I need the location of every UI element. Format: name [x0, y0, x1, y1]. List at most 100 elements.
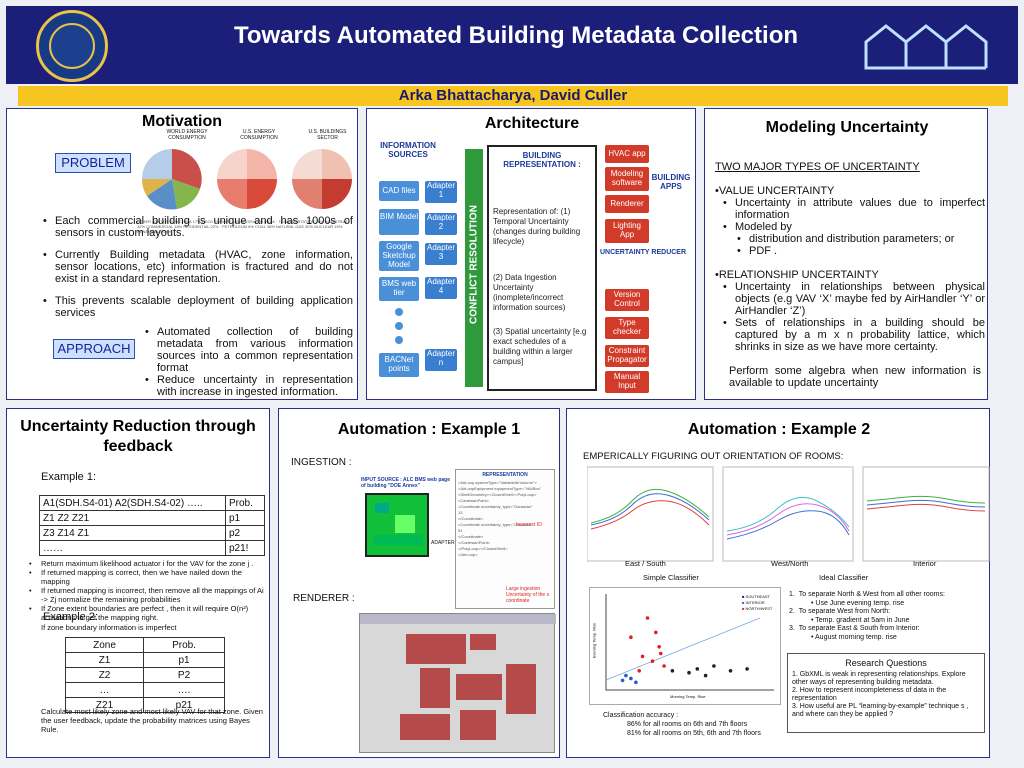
- graph-label-east-south: East / South: [625, 559, 666, 568]
- adapter-n: Adapter n: [425, 349, 457, 371]
- reduction-footer: Calculate most likely zone and most like…: [41, 707, 263, 734]
- scatter-plot: ■ SOUTHEAST ■ INTERIOR ■ NORTH/WEST Morn…: [589, 587, 781, 705]
- research-questions-list: 1. GbXML is weak in representing relatio…: [792, 671, 969, 718]
- app-hvac: HVAC app: [605, 145, 649, 163]
- source-bim: BIM Model: [379, 209, 419, 235]
- motivation-bullet: This prevents scalable deployment of bui…: [41, 295, 353, 319]
- problem-label: PROBLEM: [55, 153, 131, 173]
- approach-label: APPROACH: [53, 339, 135, 359]
- reducer-type-checker: Type checker: [605, 317, 649, 339]
- accuracy-head: Classification accuracy :: [603, 712, 679, 719]
- scatter-point: [645, 616, 650, 620]
- motivation-bullet: Each commercial building is unique and h…: [41, 215, 353, 239]
- header-bar: Towards Automated Building Metadata Coll…: [6, 6, 1018, 84]
- architecture-panel: Architecture INFORMATION SOURCES CAD fil…: [366, 108, 696, 400]
- building-outline-icon: [864, 24, 988, 70]
- relationship-uncertainty: •RELATIONSHIP UNCERTAINTY Uncertainty in…: [715, 269, 985, 353]
- table1: A1(SDH.S4-01) A2(SDH.S4-02) …..Prob. Z1 …: [39, 495, 265, 556]
- uncertainty-reducer-label: UNCERTAINTY REDUCER: [599, 249, 687, 256]
- scatter-point: [634, 680, 638, 685]
- research-questions-box: Research Questions 1. GbXML is weak in r…: [787, 653, 985, 733]
- auto1-panel: Automation : Example 1 INGESTION : INPUT…: [278, 408, 560, 758]
- reducer-version-control: Version Control: [605, 289, 649, 311]
- reduction-notes: Return maximum likelihood actuator i for…: [27, 559, 267, 622]
- graph-label-west-north: West/North: [771, 559, 809, 568]
- scatter-point: [712, 664, 716, 668]
- motivation-panel: Motivation PROBLEM WORL: [6, 108, 358, 400]
- scatter-point: [629, 676, 633, 681]
- pie1-title: WORLD ENERGY CONSUMPTION: [166, 129, 208, 141]
- ideal-classifier-label: Ideal Classifier: [819, 573, 869, 582]
- scatter-point: [745, 667, 749, 671]
- authors: Arka Bhattacharya, David Culler: [18, 86, 1008, 106]
- scatter-point: [654, 630, 658, 635]
- auto2-subtitle: EMPERICALLY FIGURING OUT ORIENTATION OF …: [583, 451, 844, 462]
- classification-steps: 1. To separate North & West from all oth…: [789, 591, 945, 641]
- example2-sub: If zone boundary information is imperfec…: [41, 623, 177, 632]
- example1-label: Example 1:: [41, 471, 97, 483]
- app-lighting: Lighting App: [605, 219, 649, 243]
- scatter-point: [624, 673, 628, 678]
- building-apps-label: BUILDING APPS: [651, 173, 691, 191]
- building-representation-box: BUILDING REPRESENTATION : Representation…: [487, 145, 597, 391]
- adapter-2: Adapter 2: [425, 213, 457, 235]
- modeling-panel: Modeling Uncertainty TWO MAJOR TYPES OF …: [704, 108, 988, 400]
- auto2-title: Automation : Example 2: [687, 421, 871, 438]
- scatter-legend: ■ SOUTHEAST ■ INTERIOR ■ NORTH/WEST: [742, 594, 773, 611]
- scatter-point: [703, 673, 708, 678]
- reduction-title: Uncertainty Reduction through feedback: [20, 418, 256, 455]
- perform-text: Perform some algebra when new informatio…: [729, 365, 981, 389]
- motivation-title: Motivation: [142, 113, 222, 130]
- approach-bullet: Reduce uncertainty in representation wit…: [143, 374, 353, 398]
- source-bms: BMS web tier: [379, 277, 419, 301]
- architecture-title: Architecture: [484, 115, 580, 132]
- renderer-label: RENDERER :: [293, 593, 355, 604]
- scatter-point: [670, 669, 675, 673]
- scatter-point: [657, 645, 661, 649]
- simple-classifier-label: Simple Classifier: [643, 573, 699, 582]
- motivation-bullets: Each commercial building is unique and h…: [41, 215, 353, 319]
- scatter-point: [662, 664, 666, 668]
- scatter-point: [728, 669, 733, 673]
- app-renderer: Renderer: [605, 195, 649, 213]
- pie3-title: U.S. BUILDINGS SECTOR: [308, 129, 347, 141]
- conflict-resolution-bar: CONFLICT RESOLUTION: [465, 149, 483, 387]
- approach-bullet: Automated collection of building metadat…: [143, 326, 353, 374]
- adapter-1: Adapter 1: [425, 181, 457, 203]
- example2-label: Example 2:: [43, 611, 99, 623]
- scatter-point: [687, 670, 691, 675]
- auto2-panel: Automation : Example 2 EMPERICALLY FIGUR…: [566, 408, 990, 758]
- xml-representation: REPRESENTATION <AirLoop systemType="Vari…: [455, 469, 555, 609]
- graph-label-interior: Interior: [913, 559, 937, 568]
- accuracy-line-2: 81% for all rooms on 5th, 6th and 7th fl…: [627, 730, 761, 737]
- renderer-screenshot: [359, 613, 556, 753]
- adapter-label: ADAPTER: [431, 540, 455, 546]
- value-uncertainty: •VALUE UNCERTAINTY Uncertainty in attrib…: [715, 185, 985, 257]
- scatter-point: [637, 669, 641, 673]
- motivation-bullet: Currently Building metadata (HVAC, zone …: [41, 249, 353, 285]
- scatter-point: [695, 667, 700, 671]
- app-modeling: Modeling software: [605, 167, 649, 191]
- modeling-title: Modeling Uncertainty: [765, 119, 929, 136]
- scatter-point: [629, 635, 633, 639]
- approach-bullets: Automated collection of building metadat…: [143, 326, 353, 398]
- page-title: Towards Automated Building Metadata Coll…: [233, 22, 799, 49]
- scatter-point: [640, 654, 645, 659]
- auto1-title: Automation : Example 1: [337, 421, 521, 438]
- accuracy-line-1: 86% for all rooms on 6th and 7th floors: [627, 721, 748, 728]
- source-bacnet: BACNet points: [379, 353, 419, 377]
- university-seal-icon: [36, 10, 108, 82]
- scatter-point: [620, 678, 625, 683]
- bms-floorplan-image: [365, 493, 429, 557]
- adapter-4: Adapter 4: [425, 277, 457, 299]
- pie2-title: U.S. ENERGY CONSUMPTION: [240, 129, 278, 141]
- ingestion-label: INGESTION :: [291, 457, 352, 468]
- ellipsis-dots: [395, 308, 403, 344]
- modeling-subtitle: TWO MAJOR TYPES OF UNCERTAINTY: [715, 161, 920, 173]
- source-sketchup: Google Sketchup Model: [379, 241, 419, 271]
- energy-pie-charts: [141, 149, 352, 210]
- source-cad: CAD files: [379, 181, 419, 201]
- info-sources-label: INFORMATION SOURCES: [380, 141, 436, 159]
